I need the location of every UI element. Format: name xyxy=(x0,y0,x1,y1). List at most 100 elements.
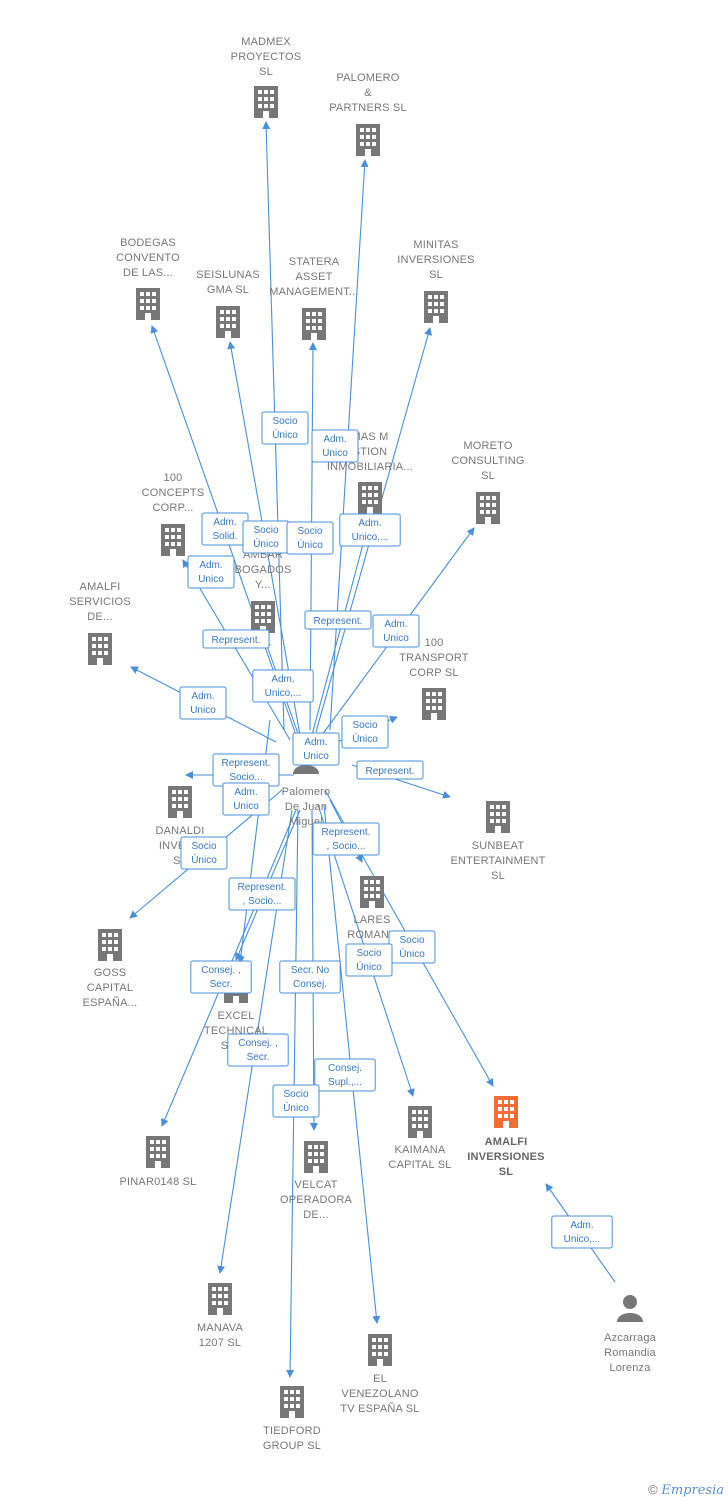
node-seislunas[interactable]: SEISLUNAS GMA SL xyxy=(196,269,260,338)
node-concepts[interactable]: 100CONCEPTSCORP... xyxy=(142,472,205,556)
role-badge-text: Adm. xyxy=(304,737,327,748)
role-badge-text: Represent. xyxy=(222,758,271,769)
building-icon xyxy=(424,291,448,323)
role-badge-box xyxy=(286,521,334,555)
node-goss[interactable]: GOSSCAPITALESPAÑA... xyxy=(83,929,138,1009)
node-label-line: KAIMANA xyxy=(395,1144,446,1156)
node-statera[interactable]: STATERAASSETMANAGEMENT... xyxy=(269,256,358,340)
building-icon xyxy=(476,492,500,524)
node-label-line: GMA SL xyxy=(207,284,249,296)
role-badge-box xyxy=(222,782,270,816)
node-label-line: GROUP SL xyxy=(263,1440,321,1452)
node-abogados[interactable]: AMBARBOGADOSY... xyxy=(234,549,291,633)
role-badge[interactable]: Adm.Unico xyxy=(179,686,227,720)
role-badge-text: Consej. , xyxy=(201,965,240,976)
role-badge[interactable]: Adm.Unico xyxy=(222,782,270,816)
role-badge[interactable]: Consej.Supl.,... xyxy=(314,1058,376,1092)
role-badge[interactable]: Adm.Unico,... xyxy=(339,513,401,547)
node-label-line: SL xyxy=(491,870,505,882)
role-badge[interactable]: Represent. xyxy=(202,629,270,649)
role-badge[interactable]: Represent., Socio... xyxy=(312,822,380,856)
node-label-line: OPERADORA xyxy=(280,1194,353,1206)
role-badge[interactable]: Adm.Unico xyxy=(292,732,340,766)
role-badge-text: Consej. xyxy=(293,979,327,990)
role-badge-text: Adm. xyxy=(271,674,294,685)
role-badge[interactable]: Represent., Socio... xyxy=(228,877,296,911)
node-label-line: STION xyxy=(353,446,388,458)
node-label-line: DE... xyxy=(303,1209,328,1221)
footer-brand[interactable]: © Empresia xyxy=(648,1482,724,1498)
node-label-line: SERVICIOS xyxy=(69,596,131,608)
building-icon xyxy=(254,86,278,118)
building-icon xyxy=(98,929,122,961)
role-badge-text: Socio xyxy=(283,1089,308,1100)
node-palomero-partners[interactable]: PALOMERO&PARTNERS SL xyxy=(329,72,407,156)
node-pinar[interactable]: PINAR0148 SL xyxy=(120,1136,197,1188)
role-badge[interactable]: Adm.Unico,... xyxy=(252,669,314,703)
node-label-line: TRANSPORT xyxy=(399,652,469,664)
role-badge-text: Unico,... xyxy=(564,1234,601,1245)
role-badge-text: Único xyxy=(356,960,382,973)
role-badge[interactable]: Consej. ,Secr. xyxy=(227,1033,289,1067)
role-badge[interactable]: Represent.Socio... xyxy=(212,753,280,787)
role-badge-text: Secr. No xyxy=(291,965,330,976)
node-amalfi-serv[interactable]: AMALFISERVICIOSDE... xyxy=(69,581,131,665)
node-label-line: INVERSIONES xyxy=(467,1151,544,1163)
node-label-line: CAPITAL xyxy=(87,982,133,994)
role-badge-text: Único xyxy=(352,732,378,745)
role-badge[interactable]: Adm.Unico,... xyxy=(551,1215,613,1249)
role-badge[interactable]: Adm.Unico xyxy=(372,614,420,648)
node-label-line: SL xyxy=(481,470,495,482)
node-label-line: INVERSIONES xyxy=(397,254,474,266)
role-badge-text: Único xyxy=(253,537,279,550)
building-icon xyxy=(208,1283,232,1315)
role-badge[interactable]: Consej. ,Secr. xyxy=(190,960,252,994)
node-label-line: SEISLUNAS xyxy=(196,269,260,281)
node-label-line: Romandia xyxy=(604,1347,656,1359)
role-badge[interactable]: Adm.Solid. xyxy=(201,512,249,546)
node-mas-gestion[interactable]: MAS MSTIONINMOBILIARIA... xyxy=(327,431,413,514)
role-badge[interactable]: Adm.Unico xyxy=(311,429,359,463)
node-label-line: TV ESPAÑA SL xyxy=(340,1402,419,1415)
role-badge[interactable]: Secr. No Consej. xyxy=(279,960,341,994)
role-badge-text: Unico,... xyxy=(352,532,389,543)
role-badge-box xyxy=(187,555,235,589)
node-label-line: PINAR0148 SL xyxy=(120,1176,197,1188)
role-badge[interactable]: Adm.Unico xyxy=(187,555,235,589)
node-label-line: VELCAT xyxy=(294,1179,337,1191)
node-velcat[interactable]: VELCAT OPERADORA DE... xyxy=(280,1141,353,1221)
role-badge[interactable]: Represent. xyxy=(304,610,372,630)
role-badge[interactable]: Represent. xyxy=(356,760,424,780)
role-badge-text: Solid. xyxy=(212,531,237,542)
node-label-line: ROMANA xyxy=(347,929,397,941)
role-badge-text: Único xyxy=(191,853,217,866)
node-label-line: DE... xyxy=(87,611,112,623)
role-badge-text: Unico xyxy=(383,633,409,644)
node-label-line: BODEGAS xyxy=(120,237,176,249)
